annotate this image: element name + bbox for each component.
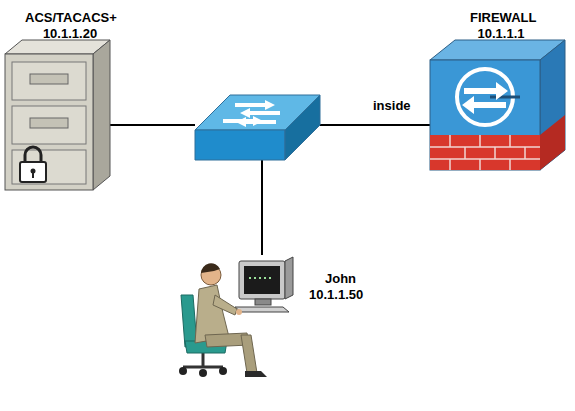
device-name: John xyxy=(309,271,379,287)
device-name: ACS/TACACS+ xyxy=(25,10,115,26)
ip-address: 10.1.1.50 xyxy=(309,287,379,303)
firewall-icon xyxy=(430,40,565,170)
server-node: ACS/TACACS+10.1.1.20 xyxy=(0,40,110,190)
node-label: ACS/TACACS+10.1.1.20 xyxy=(25,10,115,42)
node-label: John10.1.1.50 xyxy=(309,271,379,303)
user-workstation-icon xyxy=(175,255,300,385)
server-icon xyxy=(0,40,110,190)
network-link xyxy=(320,124,430,126)
interface-label: inside xyxy=(373,98,411,113)
network-link xyxy=(261,160,263,255)
network-link xyxy=(110,124,195,126)
user-node: John10.1.1.50 xyxy=(175,255,300,385)
ip-address: 10.1.1.20 xyxy=(25,26,115,42)
switch-node xyxy=(195,95,320,160)
device-name: FIREWALL xyxy=(470,10,532,26)
firewall-node: FIREWALL10.1.1.1 xyxy=(430,40,565,170)
switch-icon xyxy=(195,95,320,160)
ip-address: 10.1.1.1 xyxy=(470,26,532,42)
node-label: FIREWALL10.1.1.1 xyxy=(470,10,532,42)
